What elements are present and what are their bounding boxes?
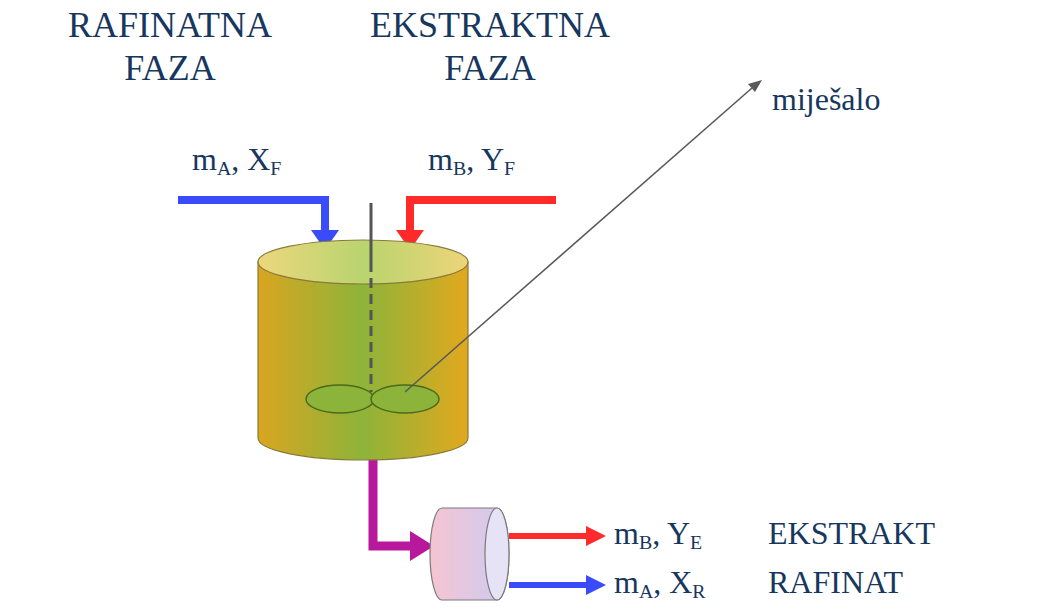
stirrer-shaft xyxy=(370,262,373,392)
flow-variables: mA, XR xyxy=(614,563,706,601)
part-label: miješalo xyxy=(772,80,880,118)
arrow-head xyxy=(586,526,606,546)
phase-heading: EKSTRAKTNA FAZA xyxy=(335,4,645,90)
stream-label: RAFINAT xyxy=(768,563,903,601)
separator-face xyxy=(485,508,509,600)
vessel-top xyxy=(258,240,468,284)
flow-variables: mB, YE xyxy=(614,514,702,552)
leader-line xyxy=(405,88,752,392)
arrow-head xyxy=(748,80,762,92)
mixing-vessel xyxy=(258,262,468,460)
extract-feed-arrow xyxy=(410,200,556,232)
stirrer-shaft xyxy=(370,203,373,262)
raffinate-outlet-arrow xyxy=(509,582,588,588)
arrow-head xyxy=(586,575,606,595)
separator xyxy=(430,508,509,600)
extract-outlet-arrow xyxy=(509,533,588,539)
raffinate-feed-arrow xyxy=(178,200,325,232)
flow-variables: mA, XF xyxy=(192,140,281,178)
impeller-blade xyxy=(306,385,374,413)
impeller-blade xyxy=(371,385,439,413)
stream-label: EKSTRAKT xyxy=(768,514,935,552)
flow-variables: mB, YF xyxy=(428,140,515,178)
phase-heading: RAFINATNA FAZA xyxy=(20,4,320,90)
